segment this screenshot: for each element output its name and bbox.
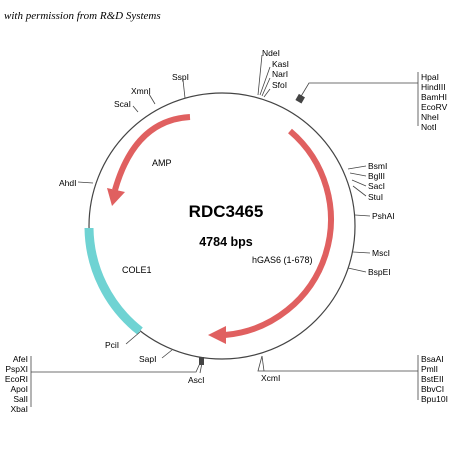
mcs-marker [295, 93, 305, 104]
site-kasi: KasI [272, 59, 289, 69]
mcs-list: HpaI HindIII BamHI EcoRV NheI NotI [421, 72, 448, 132]
site-xmni: XmnI [131, 86, 151, 96]
left-site: PspXI [5, 364, 28, 374]
site-nari: NarI [272, 69, 288, 79]
mcs-site: HpaI [421, 72, 439, 82]
mcs-site: HindIII [421, 82, 446, 92]
right-site: PmlI [421, 364, 438, 374]
credit-text: with permission from R&D Systems [4, 10, 161, 22]
left-site: AfeI [13, 354, 28, 364]
mcs-site: NotI [421, 122, 437, 132]
site-ahdi: AhdI [59, 178, 77, 188]
left-group-marker [199, 357, 204, 365]
site-bsmi: BsmI [368, 161, 387, 171]
mcs-site: NheI [421, 112, 439, 122]
cole1-feature [84, 227, 143, 335]
site-sapi: SapI [139, 354, 157, 364]
mcs-site: EcoRV [421, 102, 448, 112]
site-saci: SacI [368, 181, 385, 191]
site-msci: MscI [372, 248, 390, 258]
left-site: EcoRI [5, 374, 28, 384]
right-site: BsaAI [421, 354, 444, 364]
plasmid-name: RDC3465 [189, 202, 264, 221]
left-group-connector [31, 360, 202, 373]
site-bglii: BglII [368, 171, 385, 181]
hgas6-label: hGAS6 (1-678) [252, 255, 313, 265]
amp-label: AMP [152, 158, 172, 168]
mcs-site: BamHI [421, 92, 447, 102]
left-site: ApoI [11, 384, 29, 394]
site-sfoi: SfoI [272, 80, 287, 90]
left-site: SalI [13, 394, 28, 404]
site-pshai: PshAI [372, 211, 395, 221]
right-group-connector [257, 355, 418, 372]
site-pcii: PciI [105, 340, 119, 350]
site-bspei: BspEI [368, 267, 391, 277]
site-scai: ScaI [114, 99, 131, 109]
site-ndei: NdeI [262, 48, 280, 58]
left-group-list: AfeI PspXI EcoRI ApoI SalI XbaI [5, 354, 28, 414]
hgas6-arrow [224, 128, 334, 338]
right-site: BbvCI [421, 384, 444, 394]
left-site: XbaI [11, 404, 29, 414]
right-group-list: BsaAI PmlI BstEII BbvCI Bpu10I [421, 354, 448, 404]
right-site: BstEII [421, 374, 444, 384]
mcs-connector [299, 82, 418, 99]
site-stui: StuI [368, 192, 383, 202]
amp-arrow [112, 114, 191, 191]
cole1-label: COLE1 [122, 265, 152, 275]
right-site: Bpu10I [421, 394, 448, 404]
plasmid-size: 4784 bps [199, 235, 253, 249]
site-asci: AscI [188, 375, 205, 385]
site-xcmi: XcmI [261, 373, 280, 383]
plasmid-backbone [88, 92, 356, 360]
site-sspi: SspI [172, 72, 189, 82]
hgas6-arrowhead [208, 326, 226, 344]
amp-arrowhead [107, 188, 125, 206]
top-ticks [77, 54, 371, 374]
